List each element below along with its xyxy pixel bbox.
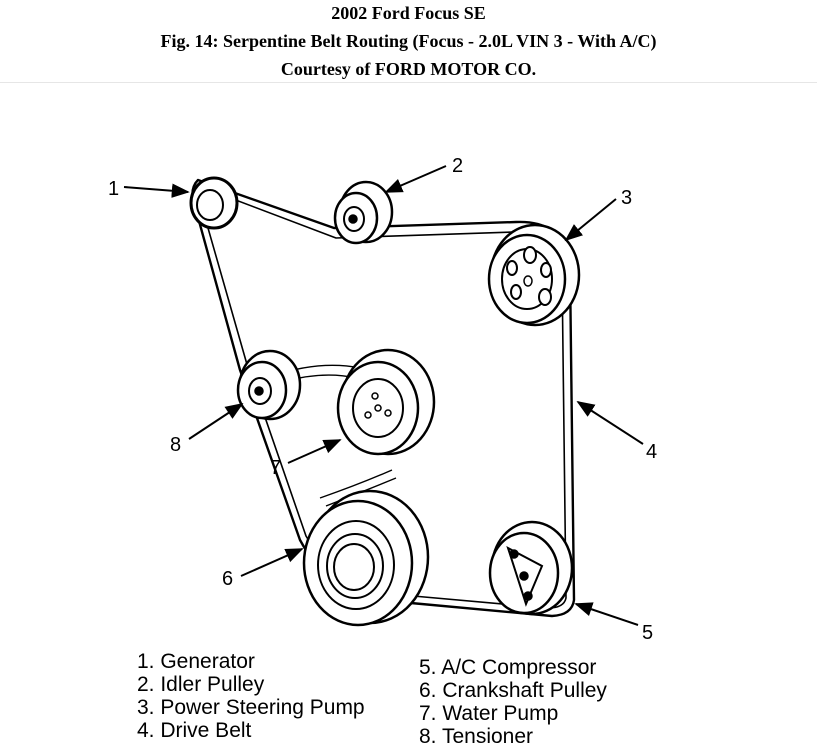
legend-item-water-pump: 7. Water Pump (419, 702, 559, 725)
courtesy-line: Courtesy of FORD MOTOR CO. (280, 59, 537, 79)
ac-compressor-pulley (488, 520, 574, 616)
water-pump-pulley (336, 348, 436, 456)
legend-item-drive-belt: 4. Drive Belt (137, 719, 252, 742)
legend-item-ac-compressor: 5. A/C Compressor (419, 656, 597, 679)
power-steering-pump-pulley (487, 223, 581, 327)
callout-4: 4 (646, 441, 657, 463)
callout-8: 8 (170, 434, 181, 456)
legend-left-column: 1. Generator 2. Idler Pulley 3. Power St… (137, 650, 365, 742)
legend-item-crankshaft-pulley: 6. Crankshaft Pulley (419, 679, 607, 702)
callout-7: 7 (270, 457, 281, 479)
crankshaft-pulley (302, 489, 430, 627)
callout-6: 6 (222, 568, 233, 590)
idler-pulley (333, 180, 394, 245)
serpentine-belt-diagram: 1 2 3 4 5 6 7 8 (108, 155, 657, 642)
document-title: 2002 Ford Focus SE (331, 3, 486, 23)
callout-2: 2 (452, 155, 463, 177)
callout-1: 1 (108, 178, 119, 200)
callout-leaders (123, 165, 644, 626)
legend-item-tensioner: 8. Tensioner (419, 725, 534, 748)
legend-item-idler-pulley: 2. Idler Pulley (137, 673, 265, 696)
legend-right-column: 5. A/C Compressor 6. Crankshaft Pulley 7… (419, 656, 607, 748)
callout-5: 5 (642, 622, 653, 642)
document-header: 2002 Ford Focus SE Fig. 14: Serpentine B… (0, 0, 817, 83)
legend-item-power-steering-pump: 3. Power Steering Pump (137, 696, 365, 719)
callout-3: 3 (621, 187, 632, 209)
tensioner-pulley (236, 349, 302, 421)
figure-caption: Fig. 14: Serpentine Belt Routing (Focus … (160, 31, 657, 51)
legend-item-generator: 1. Generator (137, 650, 255, 673)
generator-pulley (189, 176, 239, 230)
